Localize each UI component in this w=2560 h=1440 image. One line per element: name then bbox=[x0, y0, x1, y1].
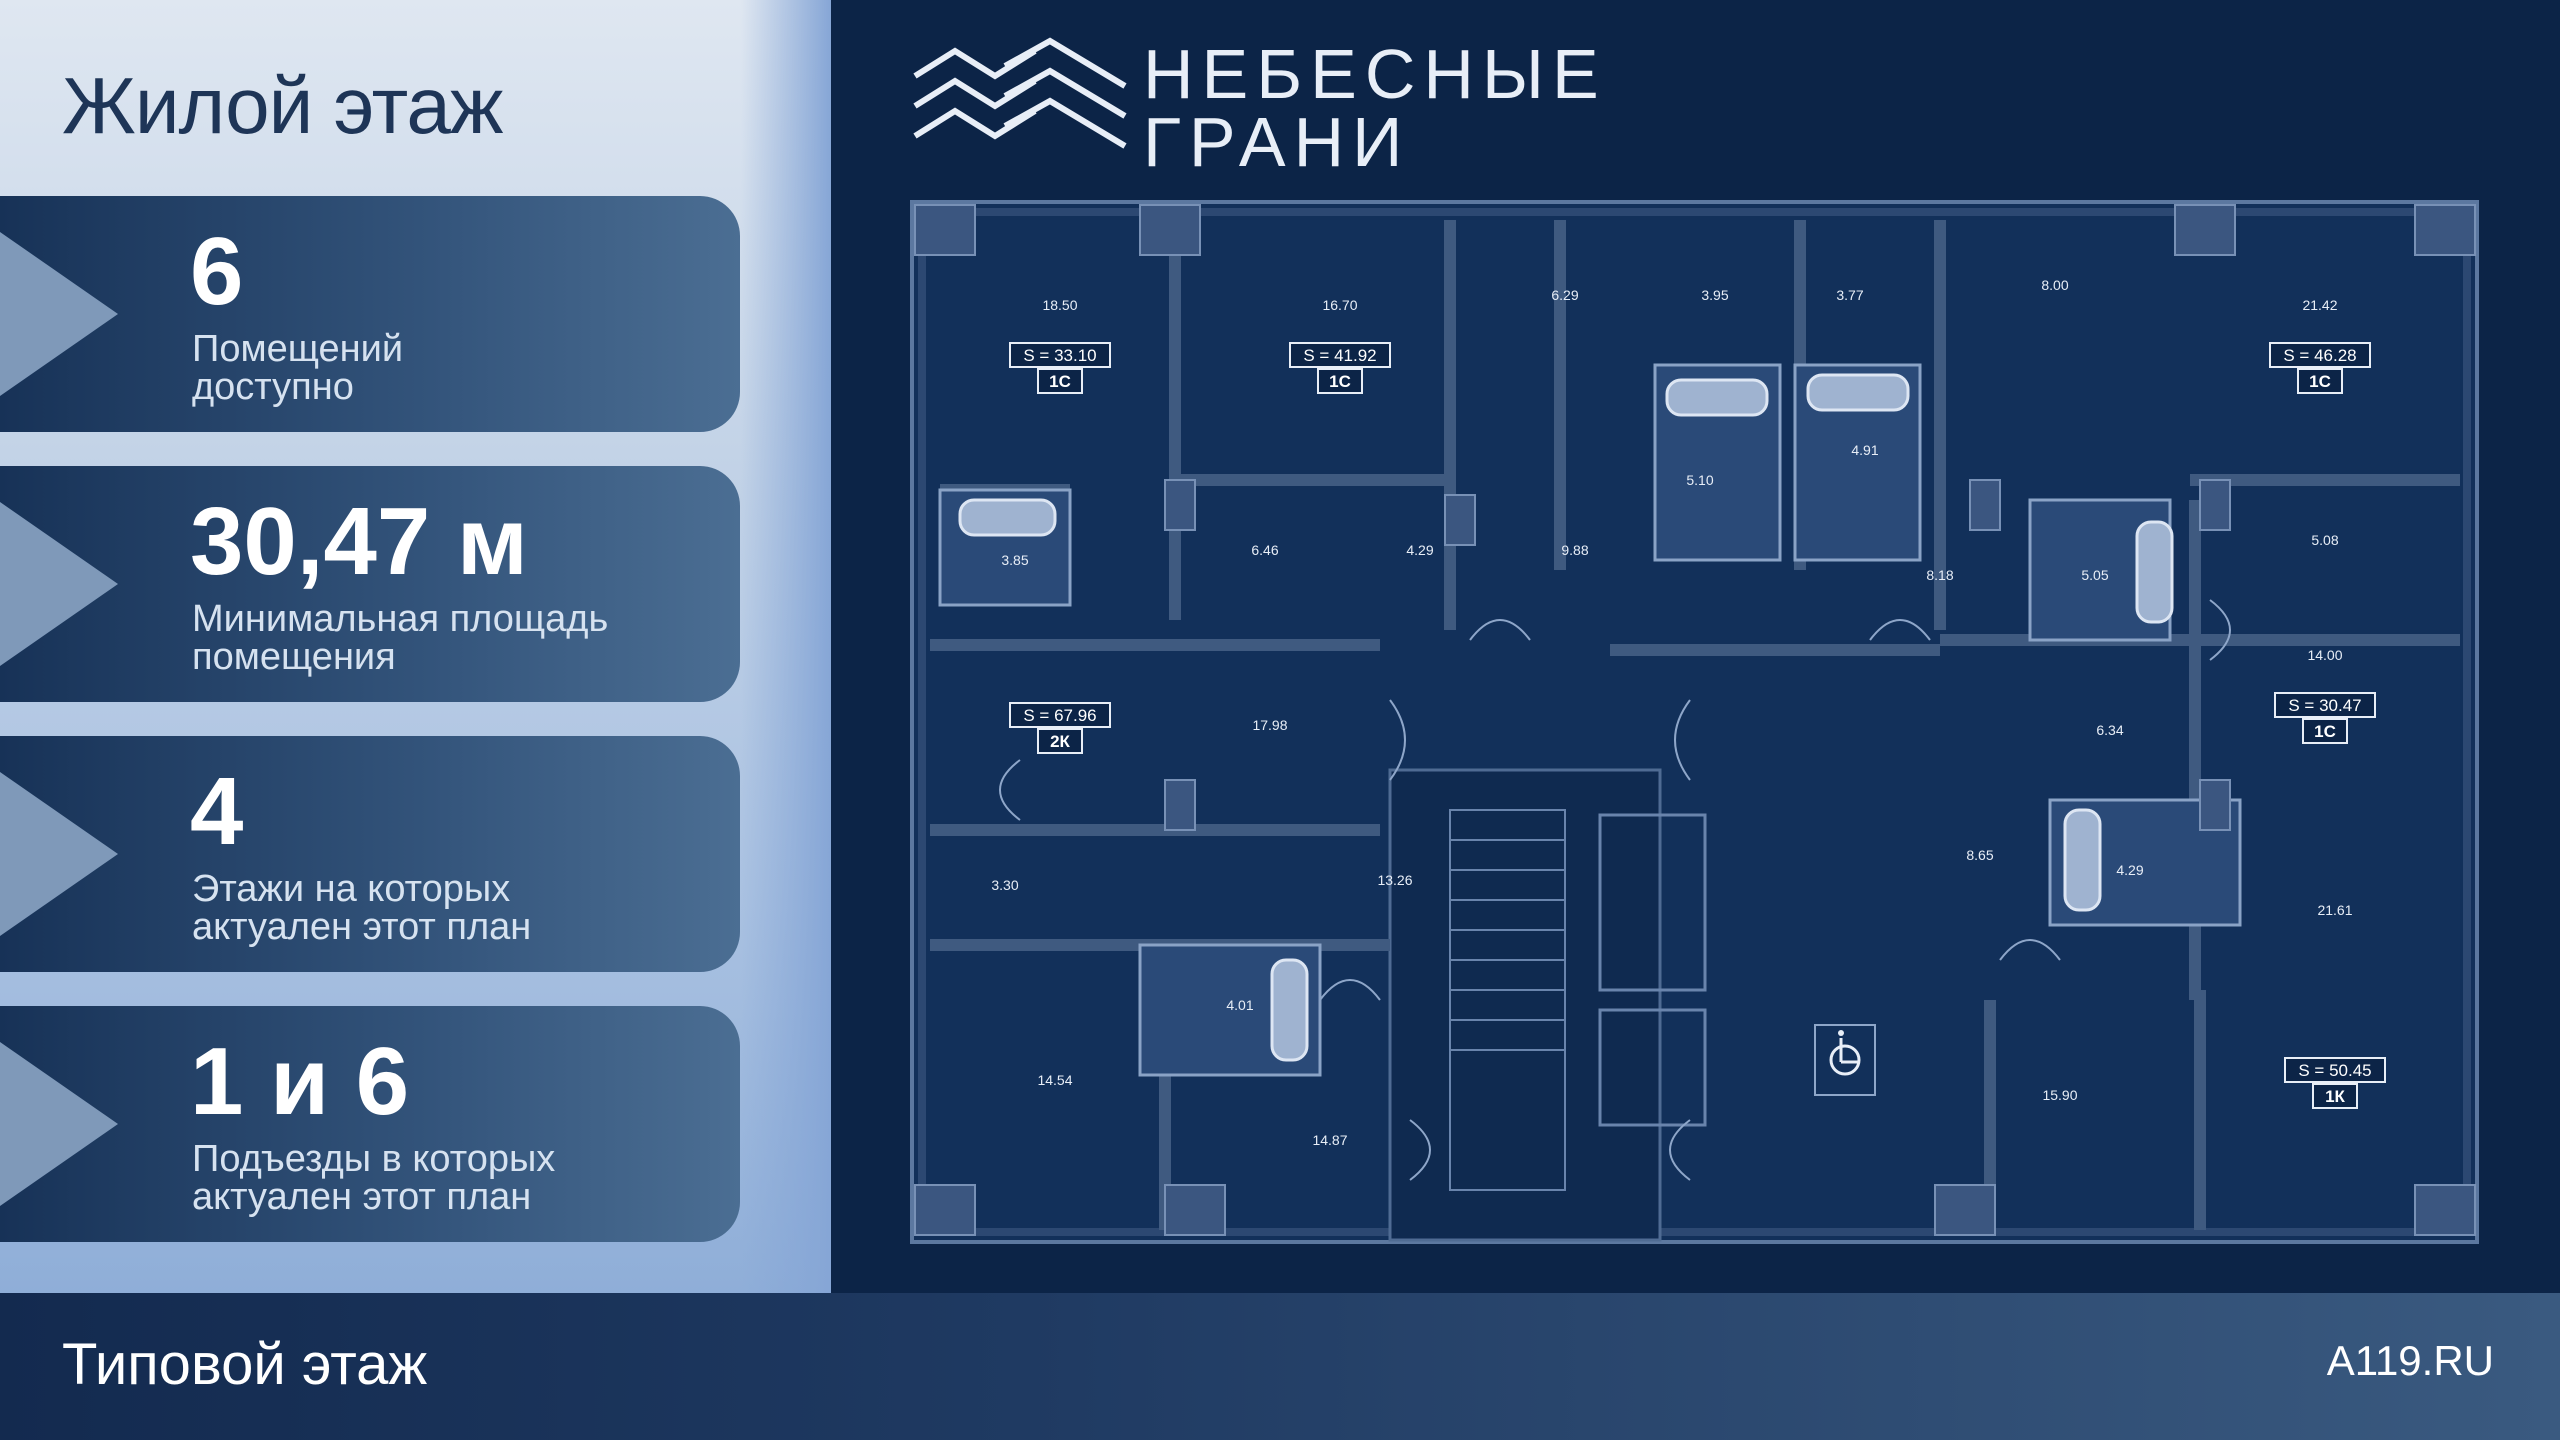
room-area-label: 14.87 bbox=[1312, 1132, 1347, 1148]
room-area-label: 3.95 bbox=[1701, 287, 1728, 303]
apartment-type: 1С bbox=[2309, 372, 2331, 391]
room-area-label: 4.29 bbox=[2116, 862, 2143, 878]
floor-plan: 18.50 16.70 6.29 3.95 3.77 8.00 21.42 3.85 6.46 4… bbox=[910, 200, 2479, 1244]
apartment-area: S = 67.96 bbox=[1023, 706, 1096, 725]
room-area-label: 6.46 bbox=[1251, 542, 1278, 558]
apartment-area: S = 50.45 bbox=[2298, 1061, 2371, 1080]
room-area-label: 4.01 bbox=[1226, 997, 1253, 1013]
triangle-icon bbox=[0, 502, 118, 666]
room-area-label: 21.61 bbox=[2317, 902, 2352, 918]
stat-card-min-area: 30,47 м Минимальная площадь помещения bbox=[0, 466, 740, 702]
stat-value: 4 bbox=[190, 758, 244, 865]
room-area-label: 16.70 bbox=[1322, 297, 1357, 313]
apartment-area: S = 30.47 bbox=[2288, 696, 2361, 715]
room-area-label: 4.91 bbox=[1851, 442, 1878, 458]
room-area-label: 3.77 bbox=[1836, 287, 1863, 303]
triangle-icon bbox=[0, 232, 118, 396]
wheelchair-icon bbox=[1814, 1024, 1876, 1096]
stat-card-entrances: 1 и 6 Подъезды в которых актуален этот п… bbox=[0, 1006, 740, 1242]
room-area-label: 3.30 bbox=[991, 877, 1018, 893]
stat-value: 6 bbox=[190, 218, 244, 325]
apartment-type: 2К bbox=[1050, 732, 1070, 751]
stat-value: 1 и 6 bbox=[190, 1028, 410, 1135]
room-area-label: 15.90 bbox=[2042, 1087, 2077, 1103]
apartment-tag[interactable]: S = 50.45 1К bbox=[2284, 1057, 2386, 1109]
room-area-label: 18.50 bbox=[1042, 297, 1077, 313]
room-area-label: 8.00 bbox=[2041, 277, 2068, 293]
triangle-icon bbox=[0, 772, 118, 936]
stat-card-floors: 4 Этажи на которых актуален этот план bbox=[0, 736, 740, 972]
room-area-label: 5.05 bbox=[2081, 567, 2108, 583]
room-area-label: 4.29 bbox=[1406, 542, 1433, 558]
room-area-label: 14.54 bbox=[1037, 1072, 1072, 1088]
stat-card-rooms: 6 Помещений доступно bbox=[0, 196, 740, 432]
apartment-type: 1С bbox=[1329, 372, 1351, 391]
apartment-tag[interactable]: S = 67.96 2К bbox=[1009, 702, 1111, 754]
stat-label: Этажи на которых актуален этот план bbox=[192, 868, 532, 948]
room-area-label: 5.08 bbox=[2311, 532, 2338, 548]
room-area-label: 5.10 bbox=[1686, 472, 1713, 488]
room-area-label: 21.42 bbox=[2302, 297, 2337, 313]
room-area-label: 14.00 bbox=[2307, 647, 2342, 663]
brand-line-1: НЕБЕСНЫЕ bbox=[1143, 35, 1607, 113]
room-area-label: 6.29 bbox=[1551, 287, 1578, 303]
page-title: Жилой этаж bbox=[62, 61, 503, 150]
stat-label: Минимальная площадь помещения bbox=[192, 598, 609, 678]
triangle-icon bbox=[0, 1042, 118, 1206]
apartment-area: S = 33.10 bbox=[1023, 346, 1096, 365]
footer-bar: Типовой этаж A119.RU bbox=[0, 1293, 2560, 1440]
brand-logo-icon bbox=[913, 37, 1127, 149]
stat-value: 30,47 м bbox=[190, 488, 528, 595]
room-area-label: 9.88 bbox=[1561, 542, 1588, 558]
apartment-type: 1С bbox=[2314, 722, 2336, 741]
apartment-area: S = 46.28 bbox=[2283, 346, 2356, 365]
room-area-label: 17.98 bbox=[1252, 717, 1287, 733]
footer-label: Типовой этаж bbox=[62, 1332, 428, 1397]
apartment-tag[interactable]: S = 41.92 1С bbox=[1289, 342, 1391, 394]
apartment-type: 1К bbox=[2325, 1087, 2345, 1106]
apartment-type: 1С bbox=[1049, 372, 1071, 391]
room-area-label: 3.85 bbox=[1001, 552, 1028, 568]
brand-line-2: ГРАНИ bbox=[1143, 103, 1411, 181]
room-area-label: 8.65 bbox=[1966, 847, 1993, 863]
site-link[interactable]: A119.RU bbox=[2326, 1337, 2494, 1384]
brand-name: НЕБЕСНЫЕ ГРАНИ bbox=[1143, 35, 1607, 181]
apartment-area: S = 41.92 bbox=[1303, 346, 1376, 365]
stat-label: Подъезды в которых актуален этот план bbox=[192, 1138, 556, 1218]
room-area-label: 8.18 bbox=[1926, 567, 1953, 583]
apartment-tag[interactable]: S = 33.10 1С bbox=[1009, 342, 1111, 394]
apartment-tag[interactable]: S = 46.28 1С bbox=[2269, 342, 2371, 394]
apartment-tag[interactable]: S = 30.47 1С bbox=[2274, 692, 2376, 744]
room-area-label: 13.26 bbox=[1377, 872, 1412, 888]
room-area-label: 6.34 bbox=[2096, 722, 2123, 738]
stat-label: Помещений доступно bbox=[192, 328, 404, 408]
